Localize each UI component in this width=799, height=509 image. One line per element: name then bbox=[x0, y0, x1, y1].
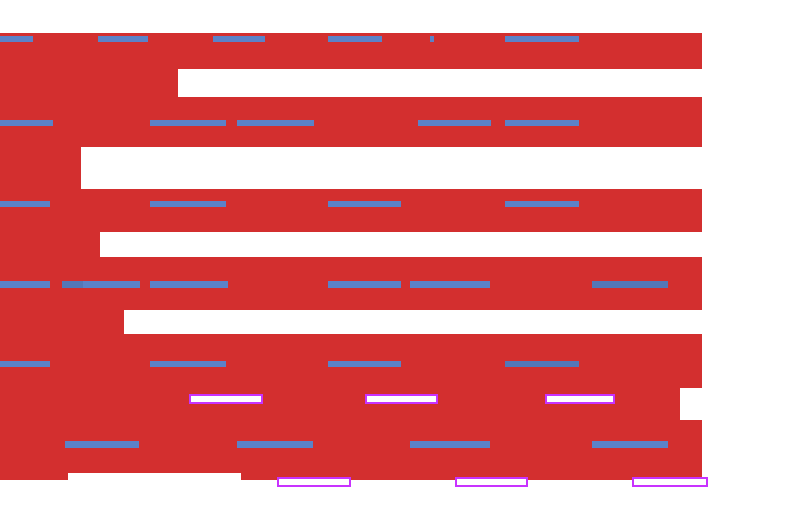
detected-text-span-bar[interactable] bbox=[328, 36, 382, 42]
detected-text-span-bar[interactable] bbox=[150, 201, 226, 207]
detected-text-span-bar[interactable] bbox=[410, 281, 490, 288]
highlighted-text-span-bar[interactable] bbox=[189, 394, 263, 404]
detected-text-span-bar[interactable] bbox=[505, 120, 579, 126]
highlighted-text-span-bar[interactable] bbox=[545, 394, 615, 404]
detected-text-span-bar[interactable] bbox=[150, 361, 226, 367]
detected-text-span-bar[interactable] bbox=[592, 441, 668, 448]
detected-text-span-bar[interactable] bbox=[150, 120, 226, 126]
detected-text-span-bar[interactable] bbox=[0, 120, 53, 126]
page-whitespace-gap bbox=[178, 69, 702, 97]
masked-content-block bbox=[680, 343, 702, 388]
masked-content-block bbox=[680, 420, 702, 480]
detected-text-span-bar[interactable] bbox=[237, 120, 314, 126]
detected-text-span-bar[interactable] bbox=[213, 36, 265, 42]
detected-text-span-bar[interactable] bbox=[98, 36, 148, 42]
detected-text-span-bar[interactable] bbox=[237, 441, 313, 448]
detected-text-span-bar[interactable] bbox=[328, 281, 401, 288]
detected-text-span-bar[interactable] bbox=[328, 201, 401, 207]
page-whitespace-gap bbox=[100, 232, 702, 257]
detected-text-span-bar[interactable] bbox=[62, 281, 83, 288]
detected-text-span-bar[interactable] bbox=[505, 201, 579, 207]
detected-text-span-bar[interactable] bbox=[0, 281, 50, 288]
detected-text-span-bar[interactable] bbox=[410, 441, 490, 448]
detected-text-span-bar[interactable] bbox=[505, 36, 579, 42]
page-whitespace-gap bbox=[68, 473, 241, 509]
page-whitespace-gap bbox=[81, 147, 799, 189]
detected-text-span-bar[interactable] bbox=[430, 36, 434, 42]
detected-text-span-bar[interactable] bbox=[83, 281, 140, 288]
detected-text-span-bar[interactable] bbox=[0, 361, 50, 367]
highlighted-text-span-bar[interactable] bbox=[365, 394, 438, 404]
highlighted-text-span-bar[interactable] bbox=[632, 477, 708, 487]
detected-text-span-bar[interactable] bbox=[65, 441, 139, 448]
detected-text-span-bar[interactable] bbox=[0, 36, 33, 42]
highlighted-text-span-bar[interactable] bbox=[277, 477, 351, 487]
detected-text-span-bar[interactable] bbox=[592, 281, 668, 288]
detected-text-span-bar[interactable] bbox=[418, 120, 491, 126]
highlighted-text-span-bar[interactable] bbox=[455, 477, 528, 487]
detected-text-span-bar[interactable] bbox=[0, 201, 50, 207]
detected-text-span-bar[interactable] bbox=[328, 361, 401, 367]
detected-text-span-bar[interactable] bbox=[150, 281, 228, 288]
page-whitespace-gap bbox=[124, 310, 702, 334]
detected-text-span-bar[interactable] bbox=[505, 361, 579, 367]
